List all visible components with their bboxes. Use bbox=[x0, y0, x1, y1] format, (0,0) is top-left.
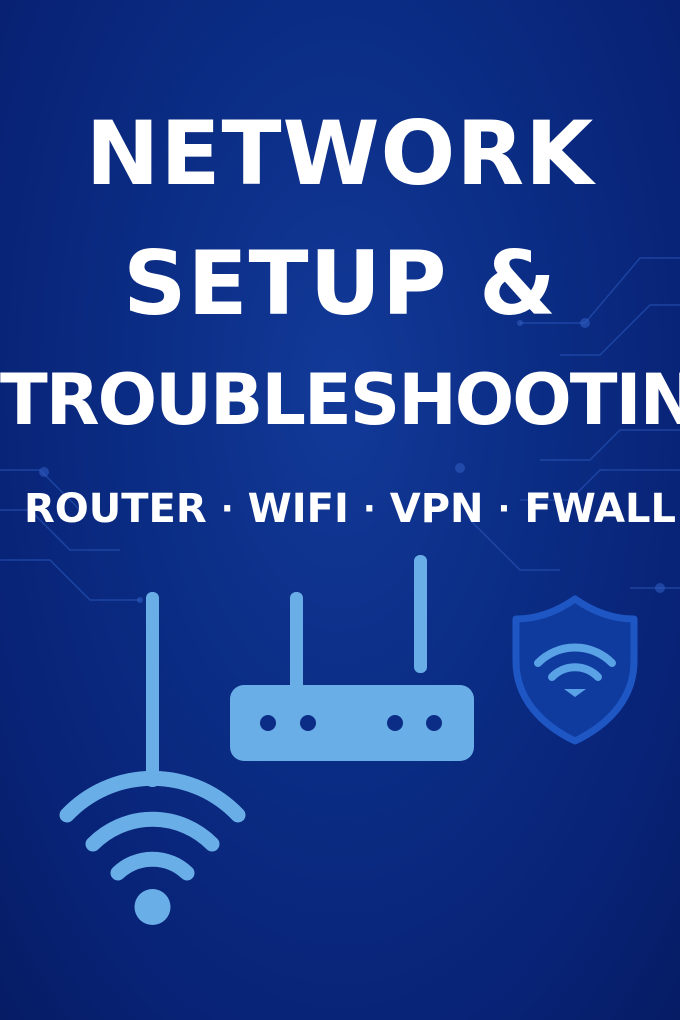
tag-separator: · bbox=[497, 489, 511, 529]
title-line-1: NETWORK bbox=[85, 102, 595, 205]
router-icon bbox=[230, 555, 474, 761]
tag-wifi: WIFI bbox=[247, 486, 349, 532]
topic-tags: ROUTER · WIFI · VPN · FWALL bbox=[24, 484, 676, 534]
tag-separator: · bbox=[220, 489, 234, 529]
title-line-2: SETUP & bbox=[123, 232, 557, 335]
shield-wifi-icon bbox=[512, 595, 638, 745]
tag-fwall: FWALL bbox=[524, 486, 677, 532]
tag-vpn: VPN bbox=[389, 486, 484, 532]
title-line-3: TROUBLESHOOTING bbox=[0, 359, 680, 441]
tag-router: ROUTER bbox=[23, 486, 207, 532]
tag-separator: · bbox=[362, 489, 376, 529]
wifi-antenna-icon bbox=[59, 592, 246, 925]
